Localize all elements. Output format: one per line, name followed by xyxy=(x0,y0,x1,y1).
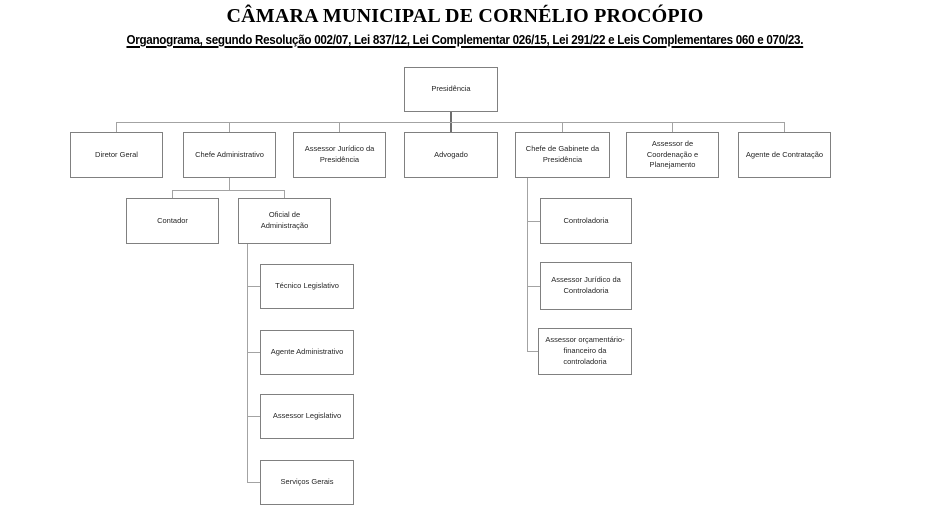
connector-elbow-agente-administrativo xyxy=(248,352,260,353)
org-node-assessor-coordenacao-planejamento: Assessor de Coordenação e Planejamento xyxy=(626,132,719,178)
org-node-contador: Contador xyxy=(126,198,219,244)
connector-elbow-assessor-juridico-controladoria xyxy=(528,286,540,287)
connector-drop-agente-contratacao xyxy=(784,123,785,133)
page-title: CÂMARA MUNICIPAL DE CORNÉLIO PROCÓPIO xyxy=(226,5,704,27)
org-node-presidencia: Presidência xyxy=(404,67,498,112)
page-subtitle: Organograma, segundo Resolução 002/07, L… xyxy=(126,33,804,47)
org-node-oficial-administracao: Oficial de Administração xyxy=(238,198,331,244)
org-node-assessor-juridico-controladoria: Assessor Jurídico da Controladoria xyxy=(540,262,632,310)
org-node-servicos-gerais: Serviços Gerais xyxy=(260,460,354,505)
org-node-diretor-geral: Diretor Geral xyxy=(70,132,163,178)
connector-drop-assessor-juridico-presidencia xyxy=(339,123,340,133)
org-node-chefe-administrativo: Chefe Administrativo xyxy=(183,132,276,178)
page-subtitle-wrap: Organograma, segundo Resolução 002/07, L… xyxy=(0,31,930,49)
org-node-agente-administrativo: Agente Administrativo xyxy=(260,330,354,375)
org-node-chefe-gabinete-presidencia: Chefe de Gabinete da Presidência xyxy=(515,132,610,178)
connector-elbow-assessor-legislativo xyxy=(248,416,260,417)
connector-elbow-servicos-gerais xyxy=(248,482,260,483)
connector-administrativo-bus xyxy=(172,190,285,191)
org-node-assessor-legislativo: Assessor Legislativo xyxy=(260,394,354,439)
org-node-assessor-juridico-presidencia: Assessor Jurídico da Presidência xyxy=(293,132,386,178)
connector-elbow-controladoria xyxy=(528,221,540,222)
connector-drop-diretor-geral xyxy=(116,123,117,133)
org-node-assessor-orcamentario-financeiro: Assessor orçamentário- financeiro da con… xyxy=(538,328,632,375)
org-node-controladoria: Controladoria xyxy=(540,198,632,244)
org-node-agente-contratacao: Agente de Contratação xyxy=(738,132,831,178)
connector-oficial-trunk xyxy=(247,244,248,483)
connector-elbow-assessor-orcamentario xyxy=(528,351,540,352)
connector-drop-chefe-administrativo xyxy=(229,123,230,133)
connector-elbow-tecnico-legislativo xyxy=(248,286,260,287)
connector-drop-chefe-gabinete xyxy=(562,123,563,133)
org-node-advogado: Advogado xyxy=(404,132,498,178)
connector-drop-assessor-coordenacao xyxy=(672,123,673,133)
connector-drop-oficial-administracao xyxy=(284,191,285,199)
connector-gabinete-trunk xyxy=(527,178,528,352)
connector-chefe-administrativo-drop xyxy=(229,178,230,190)
connector-row2-bus xyxy=(116,122,785,123)
org-node-tecnico-legislativo: Técnico Legislativo xyxy=(260,264,354,309)
connector-drop-contador xyxy=(172,191,173,199)
